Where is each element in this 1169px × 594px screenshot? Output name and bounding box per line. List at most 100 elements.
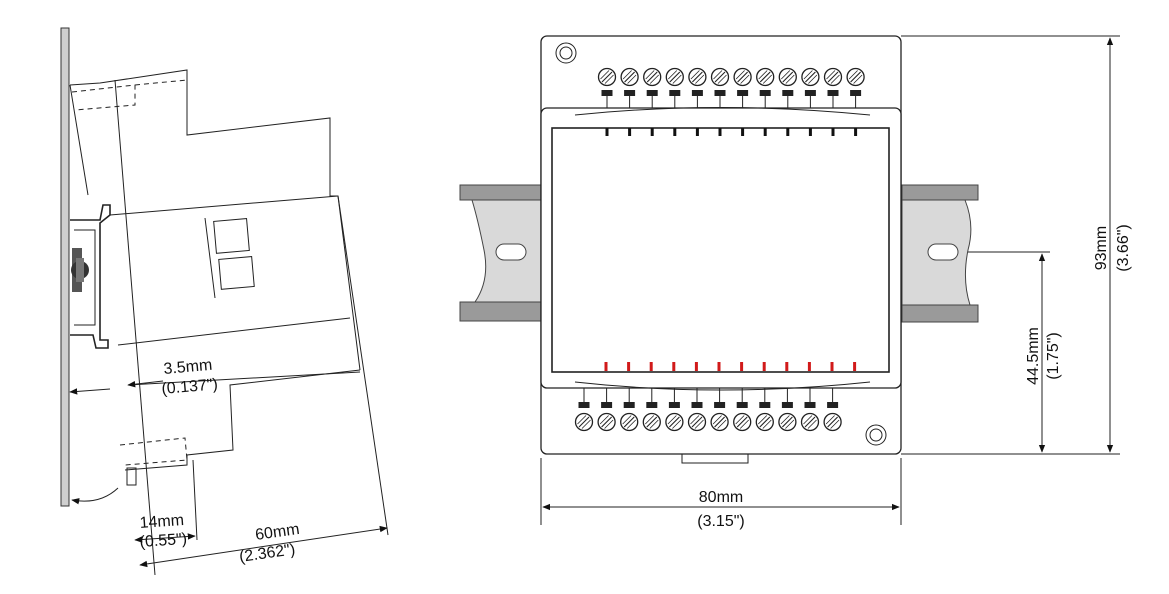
din-rail-left: [459, 184, 543, 322]
dim-foot-in: (0.55"): [139, 531, 188, 551]
status-led: [853, 362, 857, 371]
status-led: [649, 362, 653, 371]
pin-top: [808, 128, 812, 136]
screw-terminal-top: [688, 67, 707, 87]
dim-width-mm: 80mm: [699, 489, 743, 506]
screw-terminal-bottom: [823, 412, 842, 432]
status-led: [785, 362, 789, 371]
screw-terminal-bottom: [597, 412, 616, 432]
device-side-outline: [69, 69, 389, 576]
screw-terminal-top: [823, 67, 843, 87]
mounting-panel: [60, 27, 70, 507]
status-led: [694, 362, 698, 371]
screw-terminal-bottom: [710, 412, 729, 432]
screw-terminal-bottom: [800, 412, 820, 432]
terminal-row-bottom: [574, 362, 857, 432]
status-led: [627, 362, 631, 371]
terminal-clamp: [827, 90, 839, 96]
mounting-hole-top-left: [555, 42, 577, 64]
terminal-clamp: [850, 90, 862, 96]
dim-rail-mm: 44.5mm: [1025, 327, 1042, 385]
terminal-clamp: [624, 90, 636, 96]
terminal-clamp: [601, 90, 613, 96]
terminal-clamp: [827, 402, 839, 408]
terminal-clamp: [736, 402, 748, 408]
pin-top: [831, 128, 835, 136]
dim-height-in: (3.66"): [1115, 224, 1132, 271]
pin-top: [854, 128, 858, 136]
terminal-clamp: [737, 90, 749, 96]
terminal-clamp: [691, 90, 703, 96]
screw-terminal-bottom: [665, 412, 684, 432]
terminal-row-top: [597, 67, 865, 136]
pin-top: [741, 128, 745, 136]
screw-terminal-top: [620, 67, 639, 87]
release-arrow: [71, 487, 119, 505]
dim-width: 80mm (3.15"): [540, 458, 902, 530]
screw-terminal-top: [710, 67, 730, 87]
status-led: [717, 362, 721, 371]
terminal-clamp: [759, 402, 771, 408]
status-led: [807, 362, 811, 371]
terminal-clamp: [804, 402, 816, 408]
status-led: [762, 362, 766, 371]
front-view: 80mm (3.15") 93mm (3.66") 44.5mm (1.75"): [459, 35, 1132, 530]
terminal-clamp: [714, 402, 726, 408]
terminal-clamp: [578, 402, 590, 408]
status-led: [672, 362, 676, 371]
screw-terminal-top: [846, 67, 865, 87]
terminal-clamp: [804, 90, 816, 96]
terminal-clamp: [691, 402, 703, 408]
dim-rail-in: (1.75"): [1045, 332, 1062, 379]
screw-terminal-bottom: [620, 412, 639, 432]
screw-terminal-top: [801, 67, 820, 87]
screw-terminal-top: [733, 67, 752, 87]
dim-gap: 3.5mm (0.137"): [69, 357, 219, 398]
pin-top: [605, 128, 609, 136]
terminal-clamp: [646, 402, 658, 408]
screw-terminal-bottom: [733, 412, 752, 432]
front-panel: [551, 127, 890, 373]
pin-top: [695, 128, 699, 136]
din-rail-side: [70, 204, 111, 349]
screw-terminal-top: [778, 67, 797, 87]
screw-terminal-top: [756, 67, 775, 87]
pin-top: [628, 128, 632, 136]
dim-width-in: (3.15"): [697, 513, 744, 530]
status-led: [604, 362, 608, 371]
dim-depth: 14mm (0.55") 60mm (2.362"): [134, 459, 388, 568]
dim-height: 93mm (3.66"): [901, 35, 1132, 455]
status-led: [830, 362, 834, 371]
pin-top: [718, 128, 722, 136]
status-led: [740, 362, 744, 371]
screw-terminal-bottom: [755, 412, 774, 432]
screw-terminal-top: [665, 67, 684, 87]
screw-terminal-bottom: [574, 412, 594, 432]
pin-top: [673, 128, 677, 136]
pin-top: [650, 128, 654, 136]
screw-terminal-bottom: [778, 412, 797, 432]
mounting-hole-bottom-right: [865, 424, 887, 446]
pin-top: [786, 128, 790, 136]
dim-rail: 44.5mm (1.75"): [968, 251, 1062, 453]
screw-terminal-bottom: [642, 412, 661, 432]
terminal-clamp: [668, 402, 680, 408]
terminal-clamp: [782, 90, 794, 96]
screw-terminal-bottom: [687, 412, 707, 432]
terminal-clamp: [714, 90, 726, 96]
terminal-clamp: [646, 90, 658, 96]
dim-depth-in: (2.362"): [238, 541, 296, 566]
dim-gap-mm: 3.5mm: [163, 357, 213, 378]
terminal-clamp: [759, 90, 771, 96]
terminal-clamp: [601, 402, 613, 408]
dim-height-mm: 93mm: [1093, 226, 1110, 270]
screw-terminal-top: [643, 67, 662, 87]
pin-top: [763, 128, 767, 136]
dim-gap-in: (0.137"): [161, 376, 219, 398]
din-latch: [681, 453, 749, 464]
terminal-clamp: [781, 402, 793, 408]
din-rail-right: [901, 184, 979, 323]
terminal-clamp: [623, 402, 635, 408]
screw-terminal-top: [597, 67, 617, 87]
